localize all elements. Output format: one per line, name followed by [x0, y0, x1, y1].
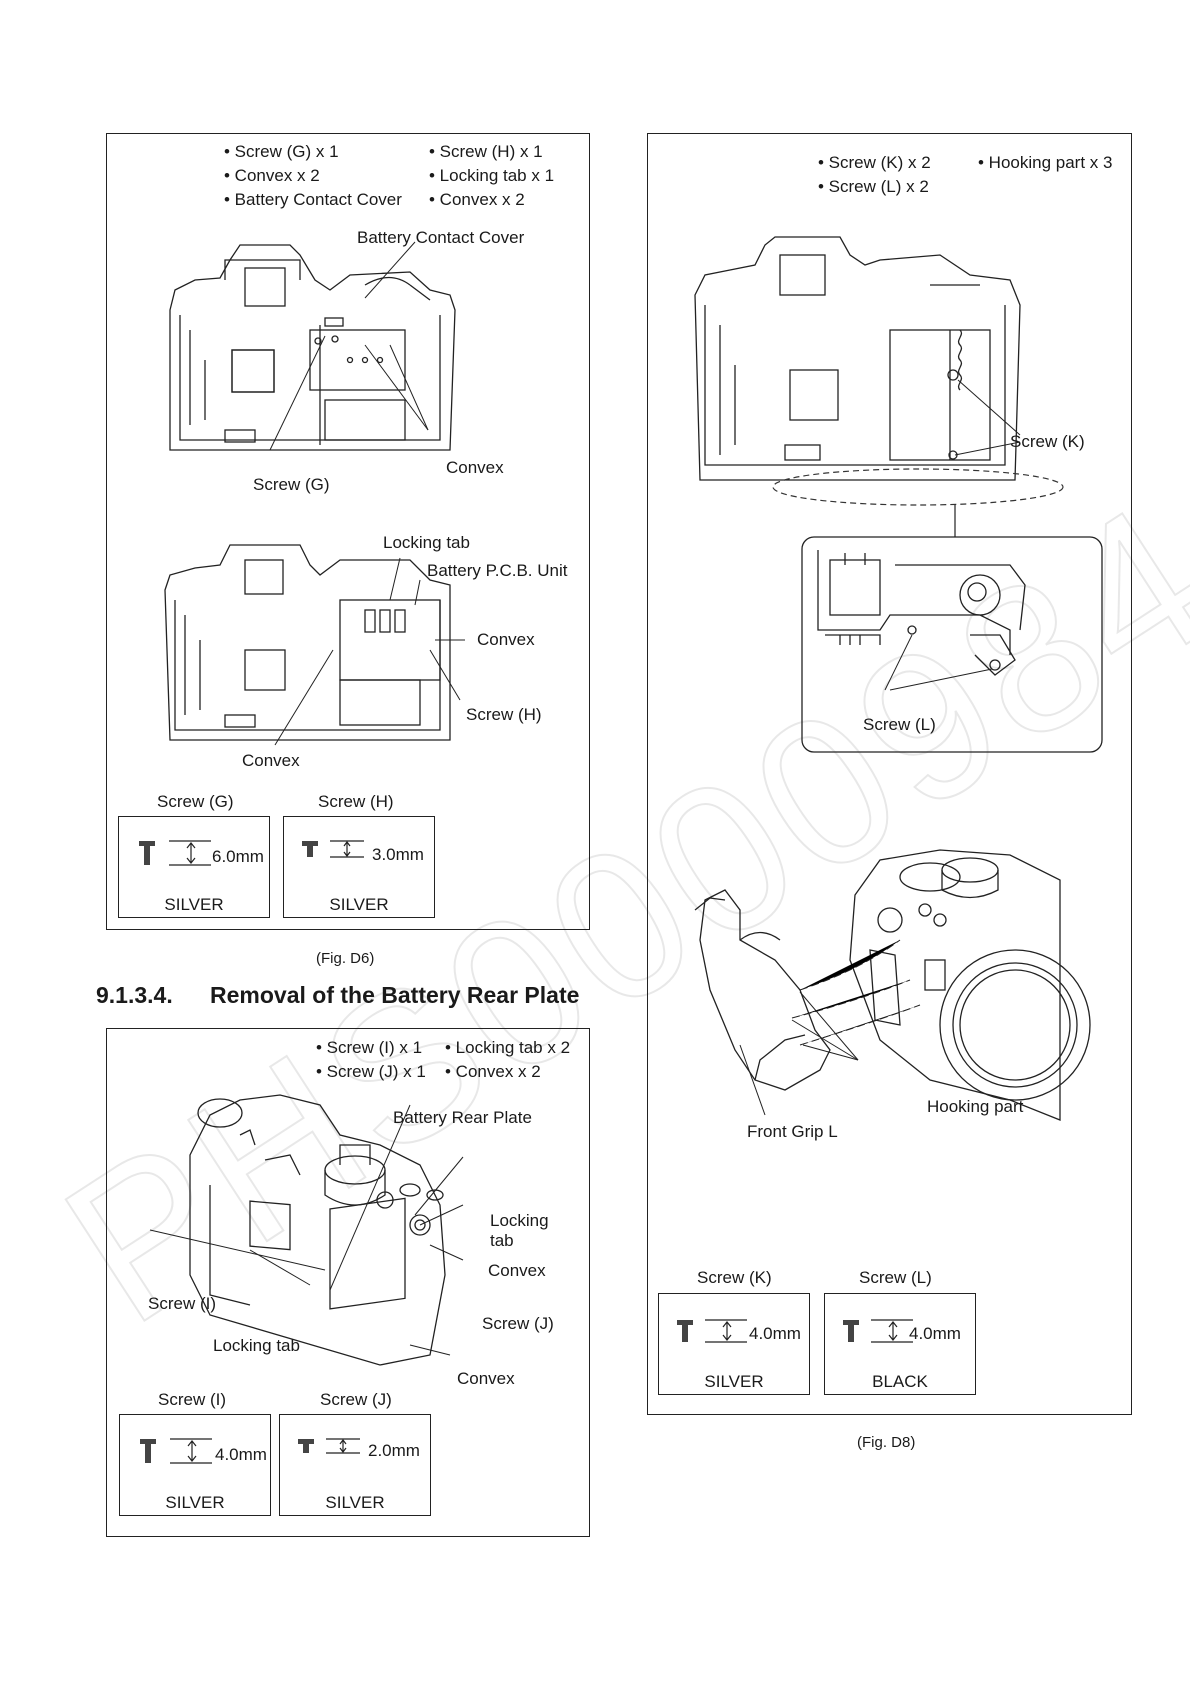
fig-d8-frame — [647, 133, 1132, 1415]
d6-screw-h-length: 3.0mm — [372, 845, 424, 864]
d8-screw-k-title: Screw (K) — [697, 1268, 772, 1287]
d7-label-convex-right: Convex — [488, 1261, 546, 1280]
d6-screw-g-length: 6.0mm — [212, 847, 264, 866]
d7-screw-j-length: 2.0mm — [368, 1441, 420, 1460]
screw-icon — [298, 1438, 360, 1454]
fig-d6-caption: (Fig. D6) — [316, 950, 375, 967]
d7-screw-j-box: 2.0mm SILVER — [279, 1414, 431, 1516]
d6-label-screw-g: Screw (G) — [253, 475, 330, 494]
d7-label-screw-i: Screw (I) — [148, 1294, 216, 1313]
d6-list-3: • Battery Contact Cover — [224, 190, 402, 209]
d7-screw-j-color: SILVER — [325, 1493, 385, 1512]
d8-screw-k-color: SILVER — [704, 1372, 764, 1391]
d6-camera-drawing-top — [169, 241, 456, 451]
screw-icon — [677, 1319, 747, 1343]
d6-list-1: • Screw (G) x 1 — [224, 142, 339, 161]
d6-label-convex-top: Convex — [446, 458, 504, 477]
d7-screw-i-color: SILVER — [165, 1493, 225, 1512]
d6-screw-h-color: SILVER — [329, 895, 389, 914]
fig-d7-frame — [106, 1028, 590, 1537]
d6-camera-drawing-bottom — [164, 544, 465, 746]
d7-camera-drawing — [149, 1094, 464, 1366]
d8-label-screw-l: Screw (L) — [863, 715, 936, 734]
section-title: Removal of the Battery Rear Plate — [210, 982, 580, 1008]
d8-grip-drawing — [694, 849, 1091, 1121]
d7-list-3: • Locking tab x 2 — [445, 1038, 571, 1057]
d8-screw-l-length: 4.0mm — [909, 1324, 961, 1343]
d8-list-2: • Screw (L) x 2 — [818, 177, 929, 196]
d7-list-4: • Convex x 2 — [445, 1062, 541, 1081]
d8-screw-l-box: 4.0mm BLACK — [824, 1293, 976, 1395]
d6-screw-g-title: Screw (G) — [157, 792, 234, 811]
d6-label-convex-left: Convex — [242, 751, 300, 770]
d7-list-1: • Screw (I) x 1 — [316, 1038, 423, 1057]
screw-icon — [140, 1438, 212, 1464]
d8-list-3: • Hooking part x 3 — [978, 153, 1113, 172]
fig-d6-frame — [106, 133, 590, 930]
screw-icon — [302, 840, 364, 858]
d6-list-5: • Locking tab x 1 — [429, 166, 555, 185]
fig-d8-caption: (Fig. D8) — [857, 1434, 916, 1451]
d6-label-battery-contact-cover: Battery Contact Cover — [357, 228, 525, 247]
d7-label-screw-j: Screw (J) — [482, 1314, 554, 1333]
d8-list-1: • Screw (K) x 2 — [818, 153, 931, 172]
d7-screw-i-title: Screw (I) — [158, 1390, 226, 1409]
d6-screw-g-color: SILVER — [164, 895, 224, 914]
d7-label-locking-tab: Locking tab — [213, 1336, 300, 1355]
d6-screw-g-box: 6.0mm SILVER — [118, 816, 270, 918]
d6-list-4: • Screw (H) x 1 — [429, 142, 543, 161]
d8-screw-l-color: BLACK — [872, 1372, 928, 1391]
screw-icon — [843, 1319, 913, 1343]
d6-screw-h-box: 3.0mm SILVER — [283, 816, 435, 918]
d7-list-2: • Screw (J) x 1 — [316, 1062, 426, 1081]
screw-icon — [139, 840, 211, 866]
d7-label-convex-bottom: Convex — [457, 1369, 515, 1388]
d6-label-screw-h: Screw (H) — [466, 705, 542, 724]
d7-screw-j-title: Screw (J) — [320, 1390, 392, 1409]
d6-list-2: • Convex x 2 — [224, 166, 320, 185]
d6-label-convex-right: Convex — [477, 630, 535, 649]
d7-label-battery-rear-plate: Battery Rear Plate — [393, 1108, 532, 1127]
d8-label-hooking-part: Hooking part — [927, 1097, 1024, 1116]
d8-screw-l-title: Screw (L) — [859, 1268, 932, 1287]
section-number: 9.1.3.4. — [96, 982, 173, 1008]
d8-screw-k-length: 4.0mm — [749, 1324, 801, 1343]
d7-label-locking-2: tab — [490, 1231, 514, 1250]
d6-label-locking-tab: Locking tab — [383, 533, 470, 552]
d8-label-front-grip: Front Grip L — [747, 1122, 838, 1141]
d8-camera-drawing-top — [694, 236, 1103, 753]
d7-screw-i-box: 4.0mm SILVER — [119, 1414, 271, 1516]
d7-label-locking-1: Locking — [490, 1211, 549, 1230]
d6-label-battery-pcb: Battery P.C.B. Unit — [427, 561, 568, 580]
d6-screw-h-title: Screw (H) — [318, 792, 394, 811]
d8-label-screw-k: Screw (K) — [1010, 432, 1085, 451]
d8-screw-k-box: 4.0mm SILVER — [658, 1293, 810, 1395]
d6-list-6: • Convex x 2 — [429, 190, 525, 209]
d7-screw-i-length: 4.0mm — [215, 1445, 267, 1464]
